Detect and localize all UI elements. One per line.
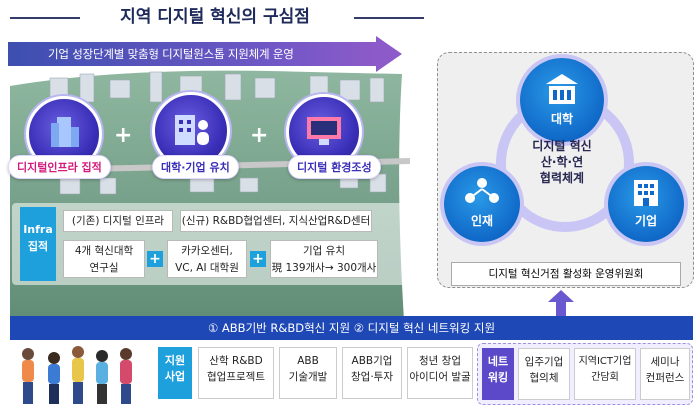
new-center-box: (신규) R&BD협업센터, 지식산업R&D센터	[180, 210, 372, 232]
networking-line2: 간담회	[591, 372, 619, 383]
page-title: 지역 디지털 혁신의 구심점	[120, 7, 310, 27]
company-label: 기업	[634, 214, 658, 228]
existing-infra-box: (기존) 디지털 인프라	[63, 210, 173, 232]
program-box: 청년 창업 아이디어 발굴	[407, 347, 473, 399]
company-icon	[634, 180, 658, 206]
kakao-center-box: 카카오센터, VC, AI 대학원	[167, 240, 247, 278]
support-tag-line2: 사업	[164, 370, 186, 383]
program-line1: ABB기업	[351, 355, 393, 367]
people-illustration	[22, 346, 132, 404]
firm-line2: 現 139개사→ 300개사	[271, 262, 377, 274]
plus-icon: +	[114, 123, 133, 148]
program-line2: 아이디어 발굴	[409, 371, 471, 383]
center-line1: 디지털 혁신	[532, 139, 592, 153]
networking-line2: 협의체	[529, 372, 559, 384]
program-line2: 창업·투자	[351, 371, 393, 383]
innovation-univ-box: 4개 혁신대학 연구실	[63, 240, 145, 278]
networking-line1: 세미나	[650, 356, 680, 368]
networking-line1: 입주기업	[524, 356, 564, 368]
networking-tag-line1: 네트	[487, 355, 509, 368]
operating-committee: 디지털 혁신거점 활성화 운영위원회	[451, 262, 681, 286]
talent-label: 인재	[470, 214, 494, 228]
program-line2: 협업프로젝트	[207, 371, 265, 383]
networking-line1: 지역ICT기업	[578, 356, 632, 367]
university-icon	[546, 74, 578, 104]
networking-tag: 네트 워킹	[482, 348, 514, 400]
university-circle: 대학	[520, 58, 604, 142]
firm-line1: 기업 유치	[303, 245, 345, 257]
program-line1: 청년 창업	[419, 355, 461, 367]
banner-arrow-tip	[376, 36, 402, 72]
networking-box: 지역ICT기업 간담회	[574, 348, 636, 400]
up-arrow-icon	[548, 290, 574, 316]
networking-line2: 컨퍼런스	[645, 372, 685, 384]
program-line1: 산학 R&BD	[209, 355, 263, 367]
talent-circle: 인재	[444, 166, 520, 242]
center-line2: 산·학·연	[540, 155, 584, 169]
title-rule-left	[10, 17, 80, 19]
kakao-line1: 카카오센터,	[181, 245, 233, 257]
univ-line2: 연구실	[89, 262, 119, 274]
networking-tag-line2: 워킹	[487, 371, 509, 384]
cooperation-center-text: 디지털 혁신 산·학·연 협력체계	[512, 138, 612, 186]
program-box: ABB기업 창업·투자	[342, 347, 402, 399]
support-bar: ① ABB기반 R&BD혁신 지원 ② 디지털 혁신 네트워킹 지원	[10, 316, 693, 340]
infra-tag: Infra 집적	[20, 207, 56, 281]
plus-icon: +	[250, 251, 266, 267]
program-line1: ABB	[297, 355, 319, 367]
university-label: 대학	[550, 112, 574, 126]
kakao-line2: VC, AI 대학원	[175, 262, 239, 274]
city-label-infra: 디지털인프라 집적	[8, 155, 111, 179]
networking-box: 입주기업 협의체	[518, 348, 570, 400]
firm-attraction-box: 기업 유치 現 139개사→ 300개사	[270, 240, 378, 278]
company-circle: 기업	[608, 166, 684, 242]
program-box: 산학 R&BD 협업프로젝트	[198, 347, 274, 399]
program-box: ABB 기술개발	[279, 347, 337, 399]
banner-arrow: 기업 성장단계별 맞춤형 디지털원스톱 지원체계 운영	[8, 42, 376, 66]
univ-line1: 4개 혁신대학	[74, 245, 134, 257]
support-tag-line1: 지원	[164, 354, 186, 367]
plus-icon: +	[147, 251, 163, 267]
talent-icon	[465, 178, 499, 203]
networking-box: 세미나 컨퍼런스	[640, 348, 690, 400]
plus-icon: +	[250, 123, 269, 148]
program-line2: 기술개발	[288, 371, 328, 383]
infra-tag-line2: 집적	[27, 240, 49, 253]
title-rule-right	[354, 17, 424, 19]
center-line3: 협력체계	[539, 171, 585, 185]
support-program-tag: 지원 사업	[158, 347, 192, 399]
city-label-attract: 대학·기업 유치	[152, 155, 239, 179]
infra-tag-line1: Infra	[23, 223, 53, 236]
city-label-env: 디지털 환경조성	[288, 155, 381, 179]
